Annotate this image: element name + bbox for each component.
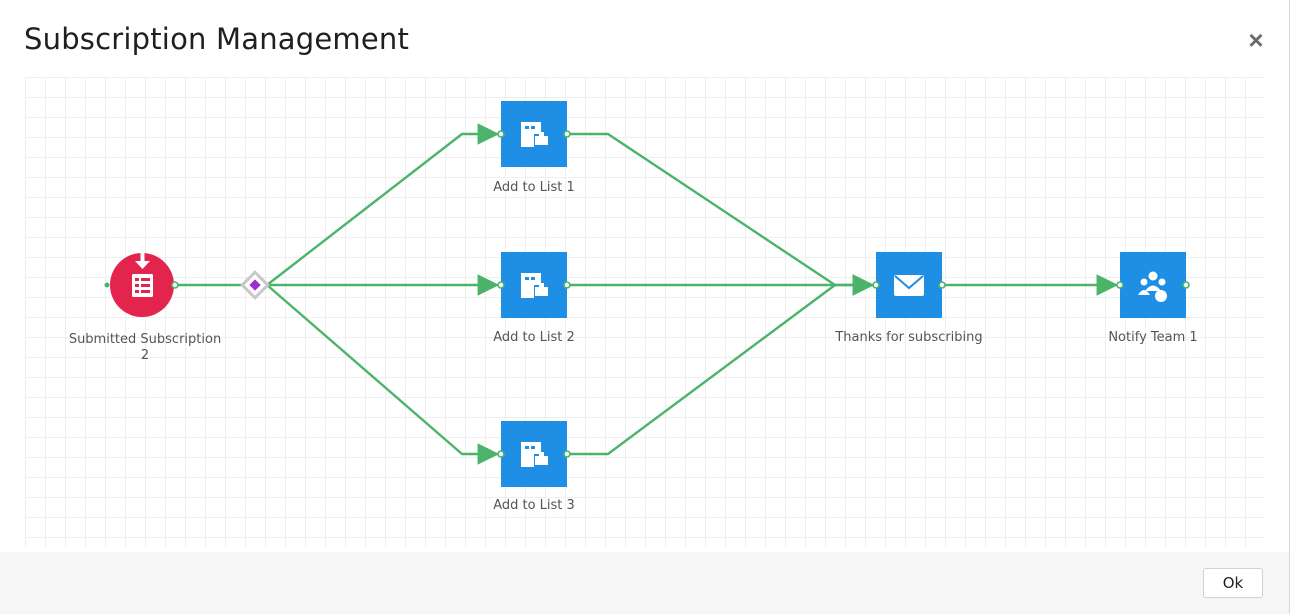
trigger-node[interactable] <box>104 253 179 317</box>
list-node-3[interactable] <box>497 421 571 487</box>
email-node-label: Thanks for subscribing <box>835 330 983 345</box>
email-node[interactable] <box>872 252 946 318</box>
list-node-1-label: Add to List 1 <box>493 180 575 195</box>
gateway-node[interactable] <box>240 270 270 300</box>
close-icon[interactable]: × <box>1248 25 1264 55</box>
edge-gateway-list3 <box>266 284 500 465</box>
trigger-label: Submitted Subscription 2 <box>62 332 228 364</box>
list-node-2[interactable] <box>497 252 571 318</box>
list-add-icon <box>521 442 548 467</box>
notify-node[interactable] <box>1116 252 1190 318</box>
trigger-label-line1: Submitted Subscription <box>68 332 222 347</box>
list-add-icon <box>521 273 548 298</box>
notify-node-label: Notify Team 1 <box>1108 330 1198 345</box>
diamond-split-icon <box>240 270 270 300</box>
list-node-3-label: Add to List 3 <box>493 498 575 513</box>
list-node-1[interactable] <box>497 101 571 167</box>
workflow-diagram <box>104 101 1190 487</box>
envelope-icon <box>894 275 924 296</box>
ok-button[interactable]: Ok <box>1203 568 1263 598</box>
trigger-label-line2: 2 <box>140 348 150 363</box>
list-add-icon <box>521 122 548 147</box>
workflow-canvas[interactable]: Submitted Subscription 2 Add to List 1 A… <box>25 77 1265 547</box>
list-node-2-label: Add to List 2 <box>493 330 575 345</box>
dialog-title: Subscription Management <box>24 22 410 56</box>
dialog-footer <box>0 552 1289 614</box>
form-download-icon <box>132 253 153 297</box>
edge-list1-email <box>568 132 875 296</box>
edge-gateway-list1 <box>266 123 500 286</box>
edge-list3-email <box>568 284 836 456</box>
team-icon <box>1138 271 1167 302</box>
